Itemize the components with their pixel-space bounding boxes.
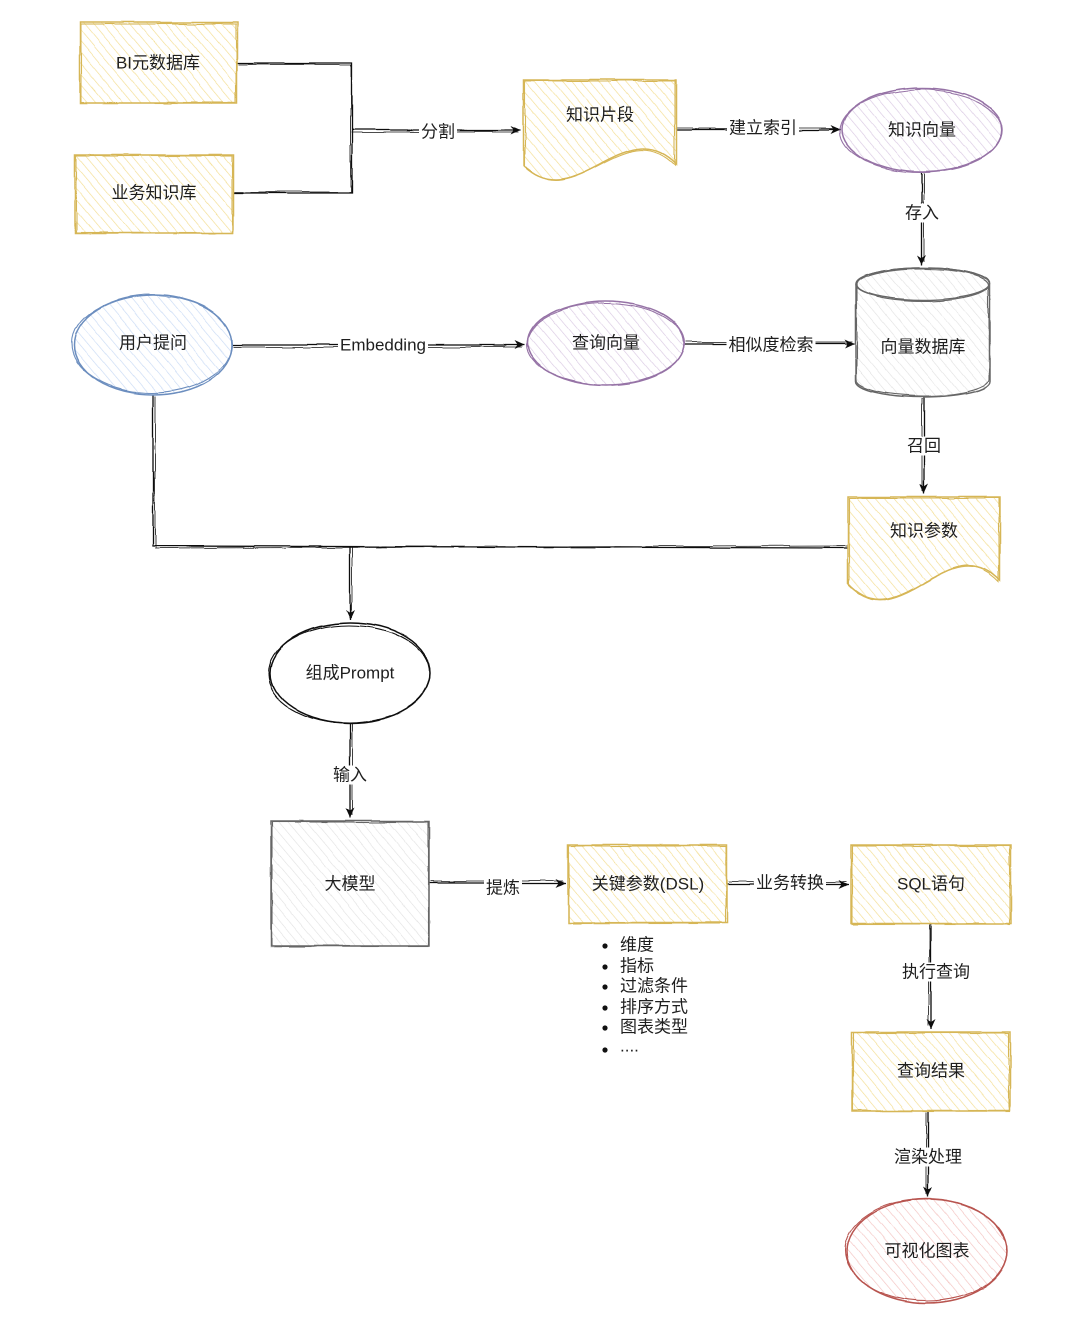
- node-knowledge-vector: 知识向量: [839, 87, 1003, 173]
- edge-execute-query: 执行查询: [900, 924, 972, 1029]
- edge-store: 存入: [903, 172, 941, 265]
- key-param-list: 维度 指标 过滤条件 排序方式 图表类型 ....: [602, 936, 688, 1056]
- node-sql-statement: SQL语句: [850, 844, 1012, 925]
- edge-label-background: [905, 436, 943, 456]
- node-label-query-vector: 查询向量: [572, 334, 640, 353]
- edge-label-background: [892, 1147, 964, 1167]
- node-border: [270, 820, 430, 947]
- edge-input: 输入: [331, 723, 369, 818]
- edge-label-background: [726, 335, 816, 355]
- edge-business-convert: 业务转换: [727, 873, 849, 893]
- edge-merge-to-prompt: [152, 395, 849, 620]
- edge-label-background: [903, 203, 941, 223]
- edge-label-render: 渲染处理: [894, 1148, 962, 1167]
- node-label-llm: 大模型: [325, 875, 376, 894]
- bullet: [602, 943, 608, 949]
- node-label-business-kb: 业务知识库: [112, 184, 197, 203]
- edge-label-background: [337, 335, 429, 355]
- list-item: 排序方式: [602, 998, 688, 1017]
- bullet: [602, 1025, 608, 1031]
- edge-label-background: [900, 962, 972, 982]
- edge-label-execute-query: 执行查询: [902, 963, 970, 982]
- node-compose-prompt: 组成Prompt: [267, 622, 431, 724]
- bullet: [602, 1005, 608, 1011]
- node-label-user-question: 用户提问: [119, 334, 187, 353]
- edge-label-refine: 提炼: [486, 879, 520, 898]
- edge-label-background: [754, 873, 826, 893]
- node-business-kb: 业务知识库: [74, 154, 234, 234]
- edge-similarity-search: 相似度检索: [684, 335, 855, 355]
- node-label-sql-statement: SQL语句: [897, 875, 965, 894]
- node-label-bi-metadata-db: BI元数据库: [116, 54, 200, 73]
- list-item: 图表类型: [602, 1018, 688, 1037]
- node-label-compose-prompt: 组成Prompt: [306, 664, 395, 683]
- list-item-text: 过滤条件: [620, 977, 688, 996]
- node-bi-metadata-db: BI元数据库: [79, 21, 238, 104]
- cylinder-shape: [855, 267, 991, 398]
- edge-refine: 提炼: [429, 878, 566, 898]
- bullet: [602, 1047, 608, 1053]
- node-llm: 大模型: [270, 820, 430, 947]
- edge-label-input: 输入: [333, 766, 367, 785]
- edge-recall: 召回: [905, 397, 943, 494]
- edge-label-split: 分割: [421, 123, 455, 142]
- list-item-text: 排序方式: [620, 998, 688, 1017]
- edge-label-background: [727, 118, 799, 138]
- list-item: 指标: [602, 957, 654, 976]
- list-item-text: 维度: [620, 936, 654, 955]
- node-key-params: 关键参数(DSL): [567, 844, 728, 924]
- edge-render: 渲染处理: [892, 1111, 964, 1197]
- node-border: [74, 154, 234, 234]
- node-border: [851, 1031, 1011, 1112]
- node-vector-db: 向量数据库: [855, 267, 991, 398]
- edge-label-background: [484, 878, 522, 898]
- node-query-vector: 查询向量: [525, 300, 685, 386]
- list-item: 维度: [602, 936, 654, 955]
- edges: 分割 建立索引 存入 Embedding 相似度检索 召回: [152, 62, 972, 1197]
- edge-build-index: 建立索引: [676, 118, 841, 138]
- edge-label-build-index: 建立索引: [729, 119, 797, 138]
- node-label-knowledge-fragment: 知识片段: [566, 106, 634, 125]
- edge-label-recall: 召回: [907, 437, 941, 456]
- list-item: ....: [602, 1037, 639, 1056]
- node-knowledge-params: 知识参数: [847, 496, 1001, 601]
- node-label-visual-chart: 可视化图表: [885, 1242, 970, 1261]
- node-knowledge-fragment: 知识片段: [523, 79, 677, 181]
- list-item-text: 图表类型: [620, 1018, 688, 1037]
- node-border: [850, 844, 1012, 925]
- edge-label-store: 存入: [905, 204, 939, 223]
- edge-label-background: [419, 122, 457, 142]
- edge-label-background: [331, 765, 369, 785]
- node-user-question: 用户提问: [71, 294, 233, 396]
- list-item: 过滤条件: [602, 977, 688, 996]
- nodes: BI元数据库 业务知识库 知识片段 知识向量 向量数据库 用户: [71, 21, 1012, 1304]
- list-item-text: 指标: [620, 957, 654, 976]
- node-query-result: 查询结果: [851, 1031, 1011, 1112]
- node-border: [79, 21, 238, 104]
- edge-label-embedding: Embedding: [340, 336, 426, 355]
- edge-label-business-convert: 业务转换: [756, 874, 824, 893]
- edge-label-similarity-search: 相似度检索: [729, 336, 814, 355]
- node-label-vector-db: 向量数据库: [881, 338, 966, 357]
- node-label-key-params: 关键参数(DSL): [592, 875, 704, 894]
- node-label-knowledge-params: 知识参数: [890, 522, 958, 541]
- edge-split: 分割: [233, 62, 521, 194]
- node-visual-chart: 可视化图表: [844, 1198, 1008, 1304]
- node-label-query-result: 查询结果: [897, 1062, 965, 1081]
- bullet: [602, 964, 608, 970]
- list-item-text: ....: [620, 1037, 639, 1056]
- edge-embedding: Embedding: [232, 335, 525, 355]
- document-shape: [847, 496, 1001, 601]
- node-label-knowledge-vector: 知识向量: [888, 121, 956, 140]
- bullet: [602, 984, 608, 990]
